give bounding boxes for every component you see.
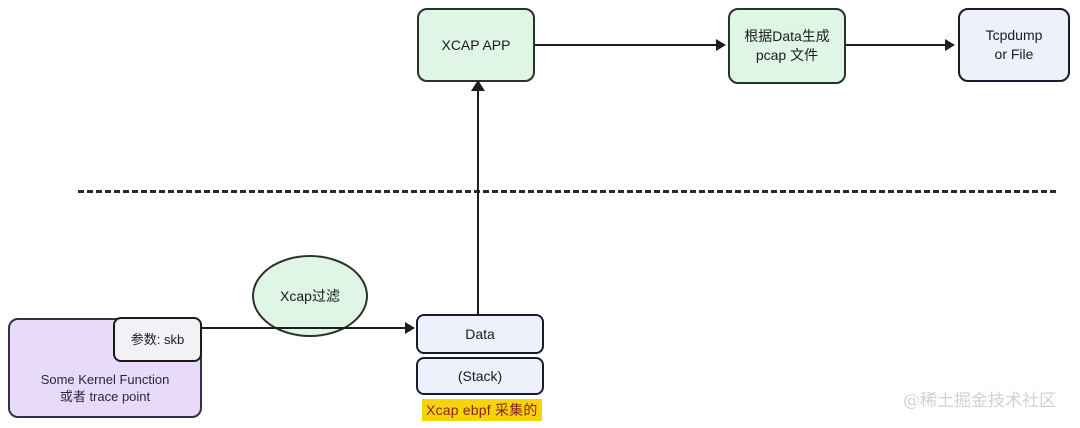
arrowhead-data-to-xcapapp (471, 80, 485, 91)
node-data[interactable]: Data (416, 314, 544, 354)
node-xcap-app[interactable]: XCAP APP (417, 8, 535, 82)
label-collected-by-xcap-ebpf: Xcap ebpf 采集的 (422, 399, 542, 421)
edge-xcapapp-to-genpcap (535, 44, 717, 46)
edge-paramskb-to-data (201, 327, 413, 329)
node-generate-pcap[interactable]: 根据Data生成 pcap 文件 (728, 8, 846, 84)
node-stack[interactable]: (Stack) (416, 357, 544, 395)
node-xcap-filter[interactable]: Xcap过滤 (252, 255, 368, 337)
edge-data-to-xcapapp (477, 90, 479, 316)
watermark: @稀土掘金技术社区 (903, 391, 1056, 411)
node-tcpdump-or-file[interactable]: Tcpdump or File (958, 8, 1070, 82)
node-param-skb[interactable]: 参数: skb (113, 317, 202, 362)
arrowhead-genpcap-to-tcpdump (945, 39, 955, 51)
edge-genpcap-to-tcpdump (846, 44, 946, 46)
arrowhead-xcapapp-to-genpcap (716, 39, 726, 51)
kernel-userspace-divider (78, 190, 1056, 193)
arrowhead-paramskb-to-data (405, 322, 415, 334)
